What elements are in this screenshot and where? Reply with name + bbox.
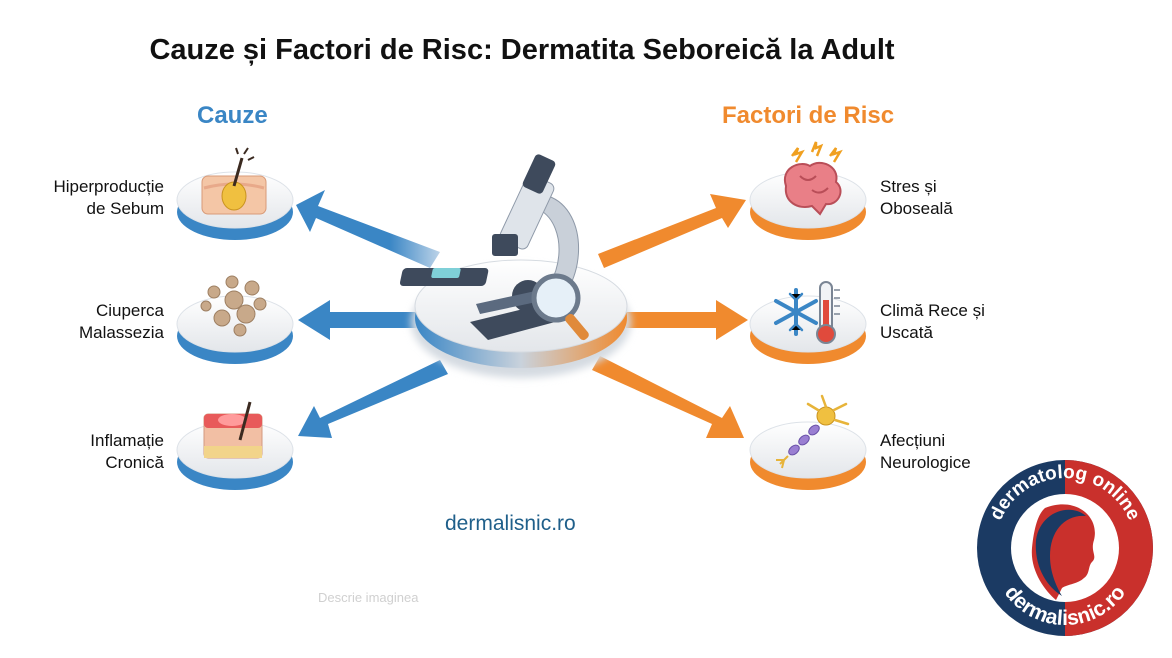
sebum-skin-icon [201, 147, 267, 215]
arrow-to-sebum [296, 190, 440, 268]
microscope-icon [399, 154, 589, 341]
brain-icon [783, 141, 843, 216]
snowflake-thermometer-icon [774, 281, 840, 344]
inflamed-skin-icon [203, 401, 263, 459]
arrow-to-malassezia [298, 300, 420, 340]
website-link[interactable]: dermalisnic.ro [445, 512, 576, 535]
fungus-icon [200, 275, 267, 337]
badge-logo[interactable]: dermatolog online dermalisnic.ro [977, 460, 1153, 636]
arrow-to-climate [626, 300, 748, 340]
arrow-to-neuro [592, 356, 744, 438]
risk-heading: Factori de Risc [722, 102, 895, 129]
faint-background-text: Descrie imaginea [318, 590, 419, 605]
arrow-to-stress [598, 194, 746, 268]
arrow-to-inflammation [298, 360, 448, 438]
page-title: Cauze și Factori de Risc: Dermatita Sebo… [149, 34, 895, 66]
neuron-icon [776, 394, 850, 469]
disc-neuro [749, 421, 867, 490]
causes-heading: Cauze [197, 102, 268, 129]
